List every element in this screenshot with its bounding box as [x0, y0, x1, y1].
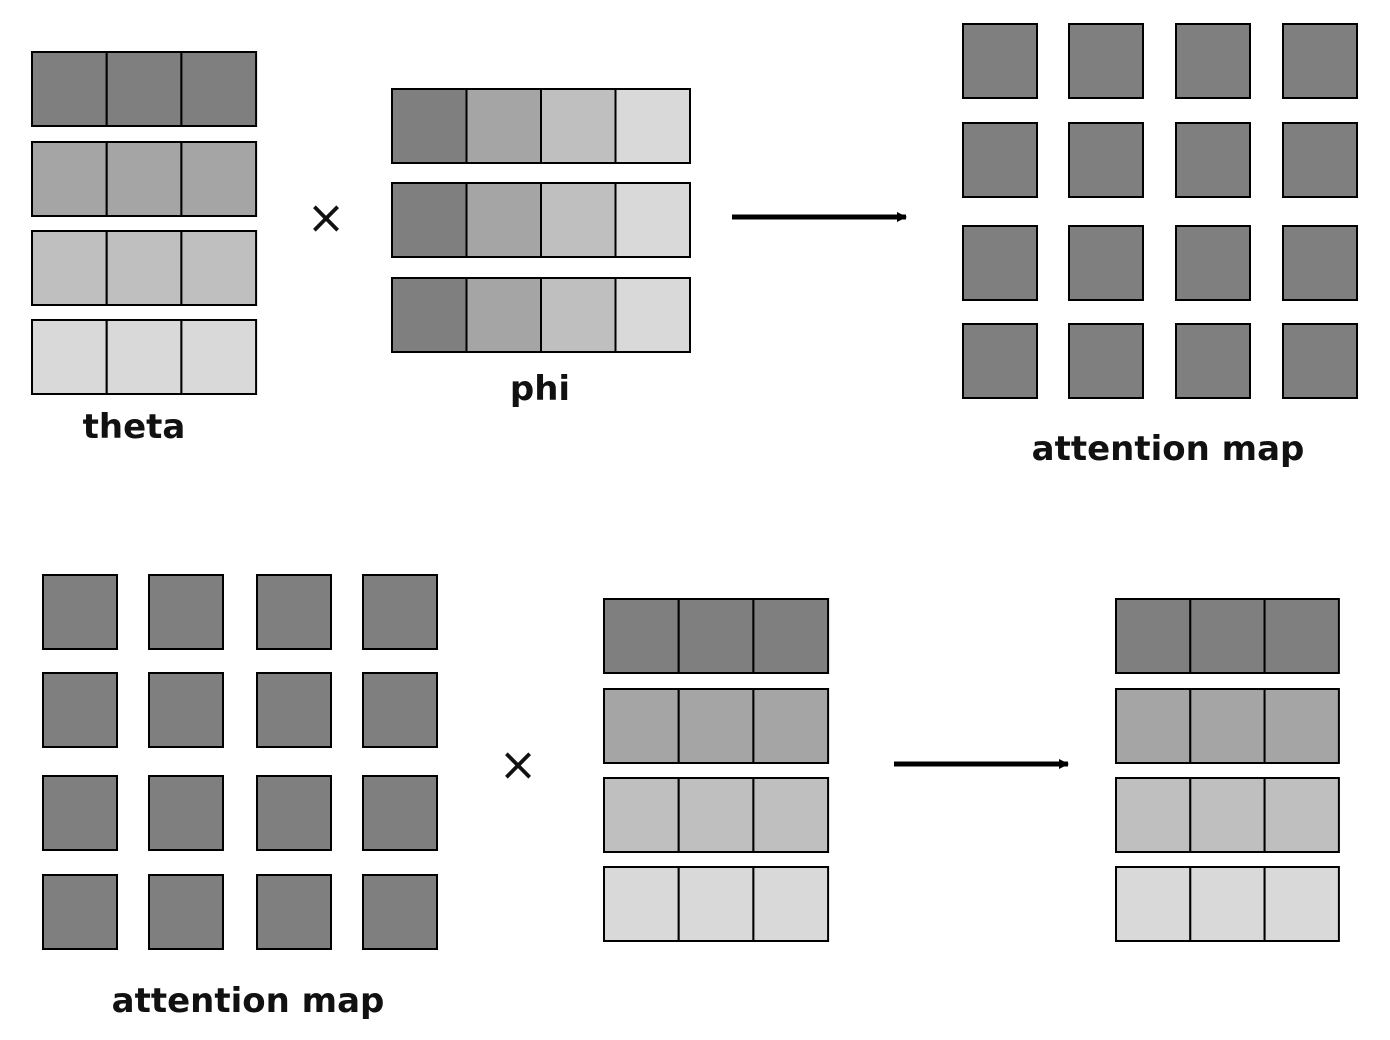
- matrix-cell: [391, 88, 468, 164]
- matrix-cell: [603, 777, 680, 853]
- matrix-cell: [603, 866, 680, 942]
- matrix-cell: [105, 230, 183, 306]
- matrix-cell: [603, 598, 680, 674]
- multiply-operator-top: ×: [307, 190, 346, 244]
- attention-map-result: [962, 23, 1358, 399]
- matrix-cell: [752, 688, 830, 764]
- matrix-cell: [614, 182, 691, 258]
- matrix-cell: [540, 88, 617, 164]
- matrix-cell: [1263, 777, 1340, 853]
- matrix-cell: [180, 141, 258, 217]
- matrix-cell: [1115, 688, 1192, 764]
- theta-label: theta: [83, 407, 186, 447]
- attention-cell: [362, 775, 438, 851]
- matrix-cell: [614, 277, 691, 353]
- theta-matrix: [31, 51, 258, 395]
- attention-cell: [42, 574, 118, 650]
- matrix-cell: [1189, 777, 1266, 853]
- attention-cell: [148, 574, 224, 650]
- input-matrix: [603, 598, 830, 942]
- matrix-cell: [1263, 866, 1340, 942]
- attention-cell: [362, 874, 438, 950]
- attention-cell: [1175, 323, 1251, 399]
- matrix-cell: [603, 688, 680, 764]
- matrix-cell: [1115, 866, 1192, 942]
- attention-cell: [1175, 23, 1251, 99]
- matrix-cell: [465, 88, 542, 164]
- matrix-cell: [1115, 598, 1192, 674]
- attention-cell: [1282, 225, 1358, 301]
- matrix-cell: [391, 182, 468, 258]
- attention-cell: [1282, 122, 1358, 198]
- matrix-cell: [540, 277, 617, 353]
- attention-cell: [1068, 225, 1144, 301]
- attention-cell: [42, 874, 118, 950]
- matrix-cell: [391, 277, 468, 353]
- matrix-cell: [677, 598, 755, 674]
- matrix-cell: [31, 230, 108, 306]
- attention-cell: [256, 574, 332, 650]
- attention-cell: [256, 775, 332, 851]
- matrix-cell: [105, 141, 183, 217]
- attention-cell: [962, 23, 1038, 99]
- attention-cell: [256, 672, 332, 748]
- attention-cell: [362, 672, 438, 748]
- attention-cell: [148, 874, 224, 950]
- phi-label: phi: [510, 369, 570, 409]
- matrix-cell: [180, 319, 258, 395]
- attention-cell: [256, 874, 332, 950]
- matrix-cell: [180, 230, 258, 306]
- phi-matrix: [391, 88, 691, 353]
- matrix-cell: [1263, 598, 1340, 674]
- attention-cell: [1282, 23, 1358, 99]
- matrix-cell: [31, 319, 108, 395]
- matrix-cell: [105, 319, 183, 395]
- matrix-cell: [1189, 688, 1266, 764]
- attention-cell: [1175, 122, 1251, 198]
- matrix-cell: [540, 182, 617, 258]
- attention-cell: [42, 672, 118, 748]
- matrix-cell: [677, 688, 755, 764]
- attention-cell: [42, 775, 118, 851]
- matrix-cell: [1189, 598, 1266, 674]
- attention-cell: [962, 225, 1038, 301]
- matrix-cell: [677, 777, 755, 853]
- matrix-cell: [1189, 866, 1266, 942]
- matrix-cell: [180, 51, 258, 127]
- matrix-cell: [1263, 688, 1340, 764]
- attention-map-label-bottom: attention map: [112, 981, 385, 1021]
- matrix-cell: [31, 51, 108, 127]
- attention-cell: [962, 323, 1038, 399]
- attention-cell: [362, 574, 438, 650]
- matrix-cell: [31, 141, 108, 217]
- matrix-cell: [105, 51, 183, 127]
- attention-cell: [1068, 323, 1144, 399]
- multiply-operator-bottom: ×: [499, 737, 538, 791]
- attention-cell: [148, 672, 224, 748]
- matrix-cell: [1115, 777, 1192, 853]
- attention-cell: [1068, 122, 1144, 198]
- attention-cell: [148, 775, 224, 851]
- matrix-cell: [465, 182, 542, 258]
- matrix-cell: [752, 598, 830, 674]
- attention-cell: [1068, 23, 1144, 99]
- attention-map-label-top: attention map: [1032, 429, 1305, 469]
- attention-map-input: [42, 574, 438, 950]
- attention-cell: [1175, 225, 1251, 301]
- matrix-cell: [614, 88, 691, 164]
- output-matrix: [1115, 598, 1340, 942]
- attention-cell: [962, 122, 1038, 198]
- matrix-cell: [465, 277, 542, 353]
- matrix-cell: [677, 866, 755, 942]
- matrix-cell: [752, 866, 830, 942]
- matrix-cell: [752, 777, 830, 853]
- attention-cell: [1282, 323, 1358, 399]
